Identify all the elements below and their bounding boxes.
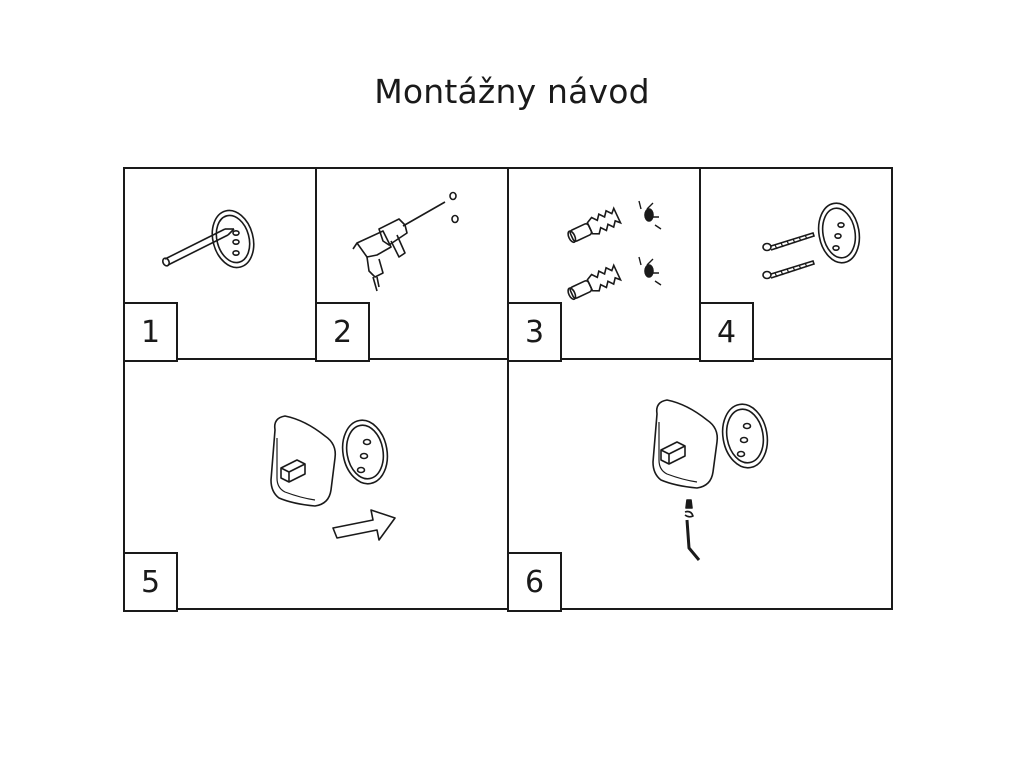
screw-icon	[762, 202, 861, 280]
step-number-2: 2	[315, 302, 370, 362]
step-number-4: 4	[699, 302, 754, 362]
mount-hook-arrow-icon	[270, 415, 396, 541]
step-number-5: 5	[123, 552, 178, 612]
step-panel-4: 4	[699, 169, 891, 362]
step-panel-3: 3	[507, 169, 700, 362]
grid-divider-3	[699, 169, 701, 359]
step-panel-6: 6	[507, 360, 891, 612]
step-number-6: 6	[507, 552, 562, 612]
drill-icon	[352, 191, 459, 292]
allen-key-fix-icon	[652, 399, 769, 561]
step-panel-1: 1	[123, 169, 316, 362]
step-panel-2: 2	[315, 169, 508, 362]
wall-plug-icon	[567, 200, 662, 301]
step-number-3: 3	[507, 302, 562, 362]
grid-divider-2	[507, 169, 509, 608]
step-number-1: 1	[123, 302, 178, 362]
grid-divider-1	[315, 169, 317, 359]
pencil-mark-icon	[161, 209, 255, 269]
instruction-grid: 1 2	[123, 167, 893, 612]
page-title: Montážny návod	[374, 72, 650, 111]
step-panel-5: 5	[123, 360, 508, 612]
